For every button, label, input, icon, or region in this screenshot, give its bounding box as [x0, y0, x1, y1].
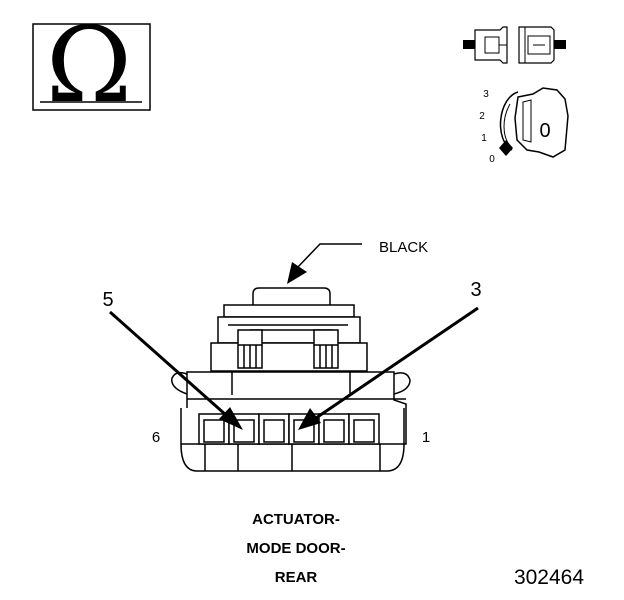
pin-3-arrow: 3: [298, 279, 482, 430]
key-position-1: 1: [481, 133, 487, 144]
ohmmeter-panel: Ω: [32, 4, 151, 126]
ohm-symbol: Ω: [46, 4, 132, 126]
ignition-key-icon: 0 3 2 1 0: [479, 87, 569, 165]
title-line-3: REAR: [275, 569, 318, 586]
pin-5-arrow: 5: [102, 289, 243, 430]
pin-5-label: 5: [102, 289, 113, 311]
title-line-2: MODE DOOR-: [246, 540, 345, 557]
pin-3-label: 3: [470, 279, 481, 301]
title-line-1: ACTUATOR-: [252, 511, 340, 528]
component-title: ACTUATOR- MODE DOOR- REAR: [246, 511, 345, 586]
key-position-label: 0: [539, 120, 550, 142]
key-position-0: 0: [489, 154, 495, 165]
cavity-1-label: 1: [422, 429, 430, 446]
color-callout-label: BLACK: [379, 239, 428, 256]
color-callout: BLACK: [287, 239, 428, 284]
figure-id: 302464: [514, 566, 584, 589]
key-position-3: 3: [483, 89, 489, 100]
cavity-6-label: 6: [152, 429, 160, 446]
disconnect-icon: [463, 26, 566, 64]
key-position-2: 2: [479, 111, 485, 122]
